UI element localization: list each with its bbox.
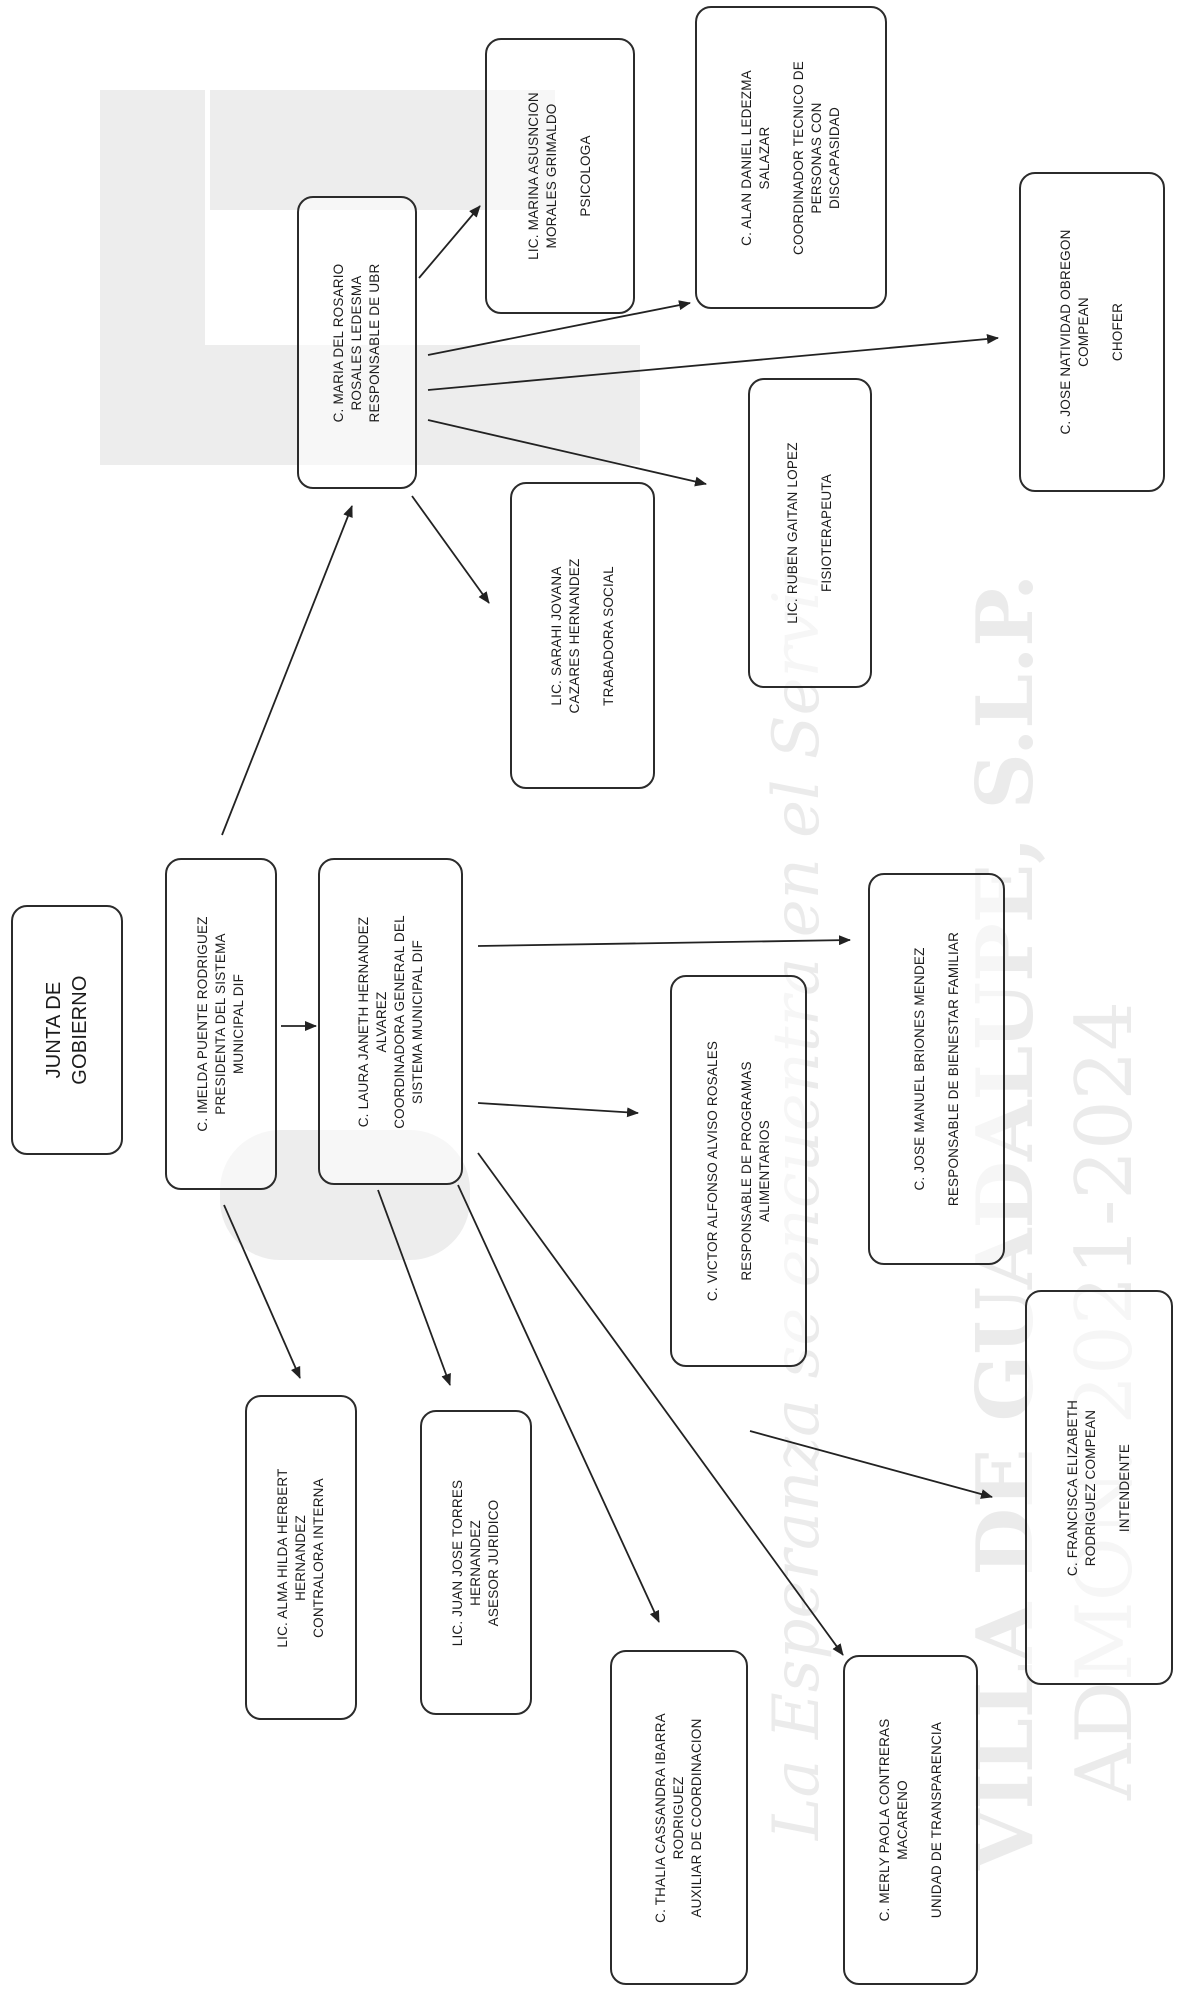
org-box-coordinador-discapacidad[interactable]: C. ALAN DANIEL LEDEZMA SALAZAR COORDINAD… <box>695 6 887 309</box>
auxiliar-line-1: C. THALIA CASSANDRA IBARRA <box>653 1712 668 1923</box>
org-box-bienestar-familiar[interactable]: C. JOSE MANUEL BRIONES MENDEZ RESPONSABL… <box>868 873 1005 1265</box>
chofer-role: CHOFER <box>1110 302 1125 362</box>
discapacidad-name-2: SALAZAR <box>757 126 772 189</box>
chofer-name-1: C. JOSE NATIVIDAD OBREGON <box>1058 229 1073 435</box>
org-box-contralora-interna[interactable]: LIC. ALMA HILDA HERBERT HERNANDEZ CONTRA… <box>245 1395 357 1720</box>
alimentarios-role-2: ALIMENTARIOS <box>756 1120 772 1222</box>
bienestar-role: RESPONSABLE DE BIENESTAR FAMILIAR <box>945 931 961 1207</box>
fisioterapeuta-role: FISIOTERAPEUTA <box>819 473 834 593</box>
org-box-intendente[interactable]: C. FRANCISCA ELIZABETH RODRIGUEZ COMPEAN… <box>1025 1290 1173 1685</box>
psicologa-role: PSICOLOGA <box>578 135 593 217</box>
bienestar-name: C. JOSE MANUEL BRIONES MENDEZ <box>911 947 927 1191</box>
fisioterapeuta-name: LIC. RUBEN GAITAN LOPEZ <box>785 442 800 624</box>
org-box-programas-alimentarios[interactable]: C. VICTOR ALFONSO ALVISO ROSALES RESPONS… <box>670 975 807 1367</box>
asesor-line-2: HERNANDEZ <box>468 1519 483 1606</box>
transparencia-role: UNIDAD DE TRANSPARENCIA <box>928 1721 944 1919</box>
org-box-presidenta[interactable]: C. IMELDA PUENTE RODRIGUEZ PRESIDENTA DE… <box>165 858 277 1190</box>
arrow-to-intendente <box>749 1430 993 1499</box>
org-box-coordinadora[interactable]: C. LAURA JANETH HERNANDEZ ALVAREZ COORDI… <box>318 858 463 1185</box>
arrow-presidenta-to-ubr <box>221 505 353 836</box>
arrow-coord-to-transparencia <box>477 1152 844 1656</box>
ubr-line-3: RESPONSABLE DE UBR <box>367 263 382 422</box>
trabajadora-name-1: LIC. SARAHI JOVANA <box>548 565 564 706</box>
org-box-trabajadora-social[interactable]: LIC. SARAHI JOVANA CAZARES HERNANDEZ TRA… <box>510 482 655 789</box>
junta-line-1: JUNTA DE <box>43 981 65 1079</box>
coordinadora-line-3: COORDINADORA GENERAL DEL <box>391 914 407 1129</box>
org-box-psicologa[interactable]: LIC. MARINA ASUSNCION MORALES GRIMALDO P… <box>485 38 635 314</box>
transparencia-name-2: MACARENO <box>894 1780 910 1860</box>
alimentarios-role-1: RESPONSABLE DE PROGRAMAS <box>738 1061 754 1281</box>
trabajadora-name-2: CAZARES HERNANDEZ <box>566 558 582 713</box>
org-box-asesor-juridico[interactable]: LIC. JUAN JOSE TORRES HERNANDEZ ASESOR J… <box>420 1410 532 1715</box>
org-box-chofer[interactable]: C. JOSE NATIVIDAD OBREGON COMPEAN CHOFER <box>1019 172 1165 492</box>
org-box-fisioterapeuta[interactable]: LIC. RUBEN GAITAN LOPEZ FISIOTERAPEUTA <box>748 378 872 688</box>
contralora-line-1: LIC. ALMA HILDA HERBERT <box>275 1467 290 1648</box>
discapacidad-role-1: COORDINADOR TECNICO DE <box>791 60 806 255</box>
org-box-unidad-transparencia[interactable]: C. MERLY PAOLA CONTRERAS MACARENO UNIDAD… <box>843 1655 978 1985</box>
arrow-coord-to-alimentarios <box>477 1102 639 1118</box>
auxiliar-line-3: AUXILIAR DE COORDINACION <box>689 1717 704 1918</box>
chofer-name-2: COMPEAN <box>1076 297 1091 367</box>
psicologa-name-1: LIC. MARINA ASUSNCION <box>526 92 541 260</box>
org-box-responsable-ubr[interactable]: C. MARIA DEL ROSARIO ROSALES LEDESMA RES… <box>297 196 417 489</box>
presidenta-line-3: MUNICIPAL DIF <box>231 973 246 1075</box>
coordinadora-line-1: C. LAURA JANETH HERNANDEZ <box>355 916 371 1127</box>
arrow-ubr-to-chofer <box>427 334 999 391</box>
coordinadora-line-2: ALVAREZ <box>373 991 389 1052</box>
alimentarios-name: C. VICTOR ALFONSO ALVISO ROSALES <box>704 1040 720 1302</box>
asesor-line-1: LIC. JUAN JOSE TORRES <box>450 1479 465 1646</box>
presidenta-line-1: C. IMELDA PUENTE RODRIGUEZ <box>195 916 210 1132</box>
auxiliar-line-2: RODRIGUEZ <box>671 1776 686 1859</box>
intendente-name-2: RODRIGUEZ COMPEAN <box>1083 1409 1098 1566</box>
trabajadora-role: TRABADORA SOCIAL <box>600 565 616 706</box>
org-box-auxiliar-coordinacion[interactable]: C. THALIA CASSANDRA IBARRA RODRIGUEZ AUX… <box>610 1650 748 1985</box>
arrow-presidenta-to-contralora <box>223 1204 301 1379</box>
junta-line-2: GOBIERNO <box>69 975 91 1085</box>
presidenta-line-2: PRESIDENTA DEL SISTEMA <box>213 933 228 1115</box>
ubr-line-1: C. MARIA DEL ROSARIO <box>331 263 346 422</box>
arrow-ubr-to-trabajadora <box>411 495 490 604</box>
intendente-role: INTENDENTE <box>1117 1443 1132 1532</box>
intendente-name-1: C. FRANCISCA ELIZABETH <box>1065 1399 1080 1576</box>
ubr-line-2: ROSALES LEDESMA <box>349 274 364 411</box>
org-box-junta-de-gobierno[interactable]: JUNTA DE GOBIERNO <box>11 905 123 1155</box>
coordinadora-line-4: SISTEMA MUNICIPAL DIF <box>409 939 425 1104</box>
arrow-coord-to-asesor <box>377 1189 451 1386</box>
arrow-ubr-to-psicologa <box>418 205 481 279</box>
psicologa-name-2: MORALES GRIMALDO <box>544 103 559 249</box>
arrow-ubr-to-discapacidad <box>427 300 691 356</box>
arrow-ubr-to-fisioterapeuta <box>427 419 707 487</box>
arrow-coord-to-bienestar <box>477 935 851 947</box>
discapacidad-name-1: C. ALAN DANIEL LEDEZMA <box>739 69 754 246</box>
contralora-line-3: CONTRALORA INTERNA <box>311 1477 326 1638</box>
asesor-line-3: ASESOR JURIDICO <box>486 1499 501 1626</box>
discapacidad-role-2: PERSONAS CON <box>809 101 824 214</box>
transparencia-name-1: C. MERLY PAOLA CONTRERAS <box>876 1718 892 1922</box>
arrow-coord-to-auxiliar <box>457 1184 660 1623</box>
discapacidad-role-3: DISCAPASIDAD <box>827 106 842 209</box>
contralora-line-2: HERNANDEZ <box>293 1514 308 1601</box>
